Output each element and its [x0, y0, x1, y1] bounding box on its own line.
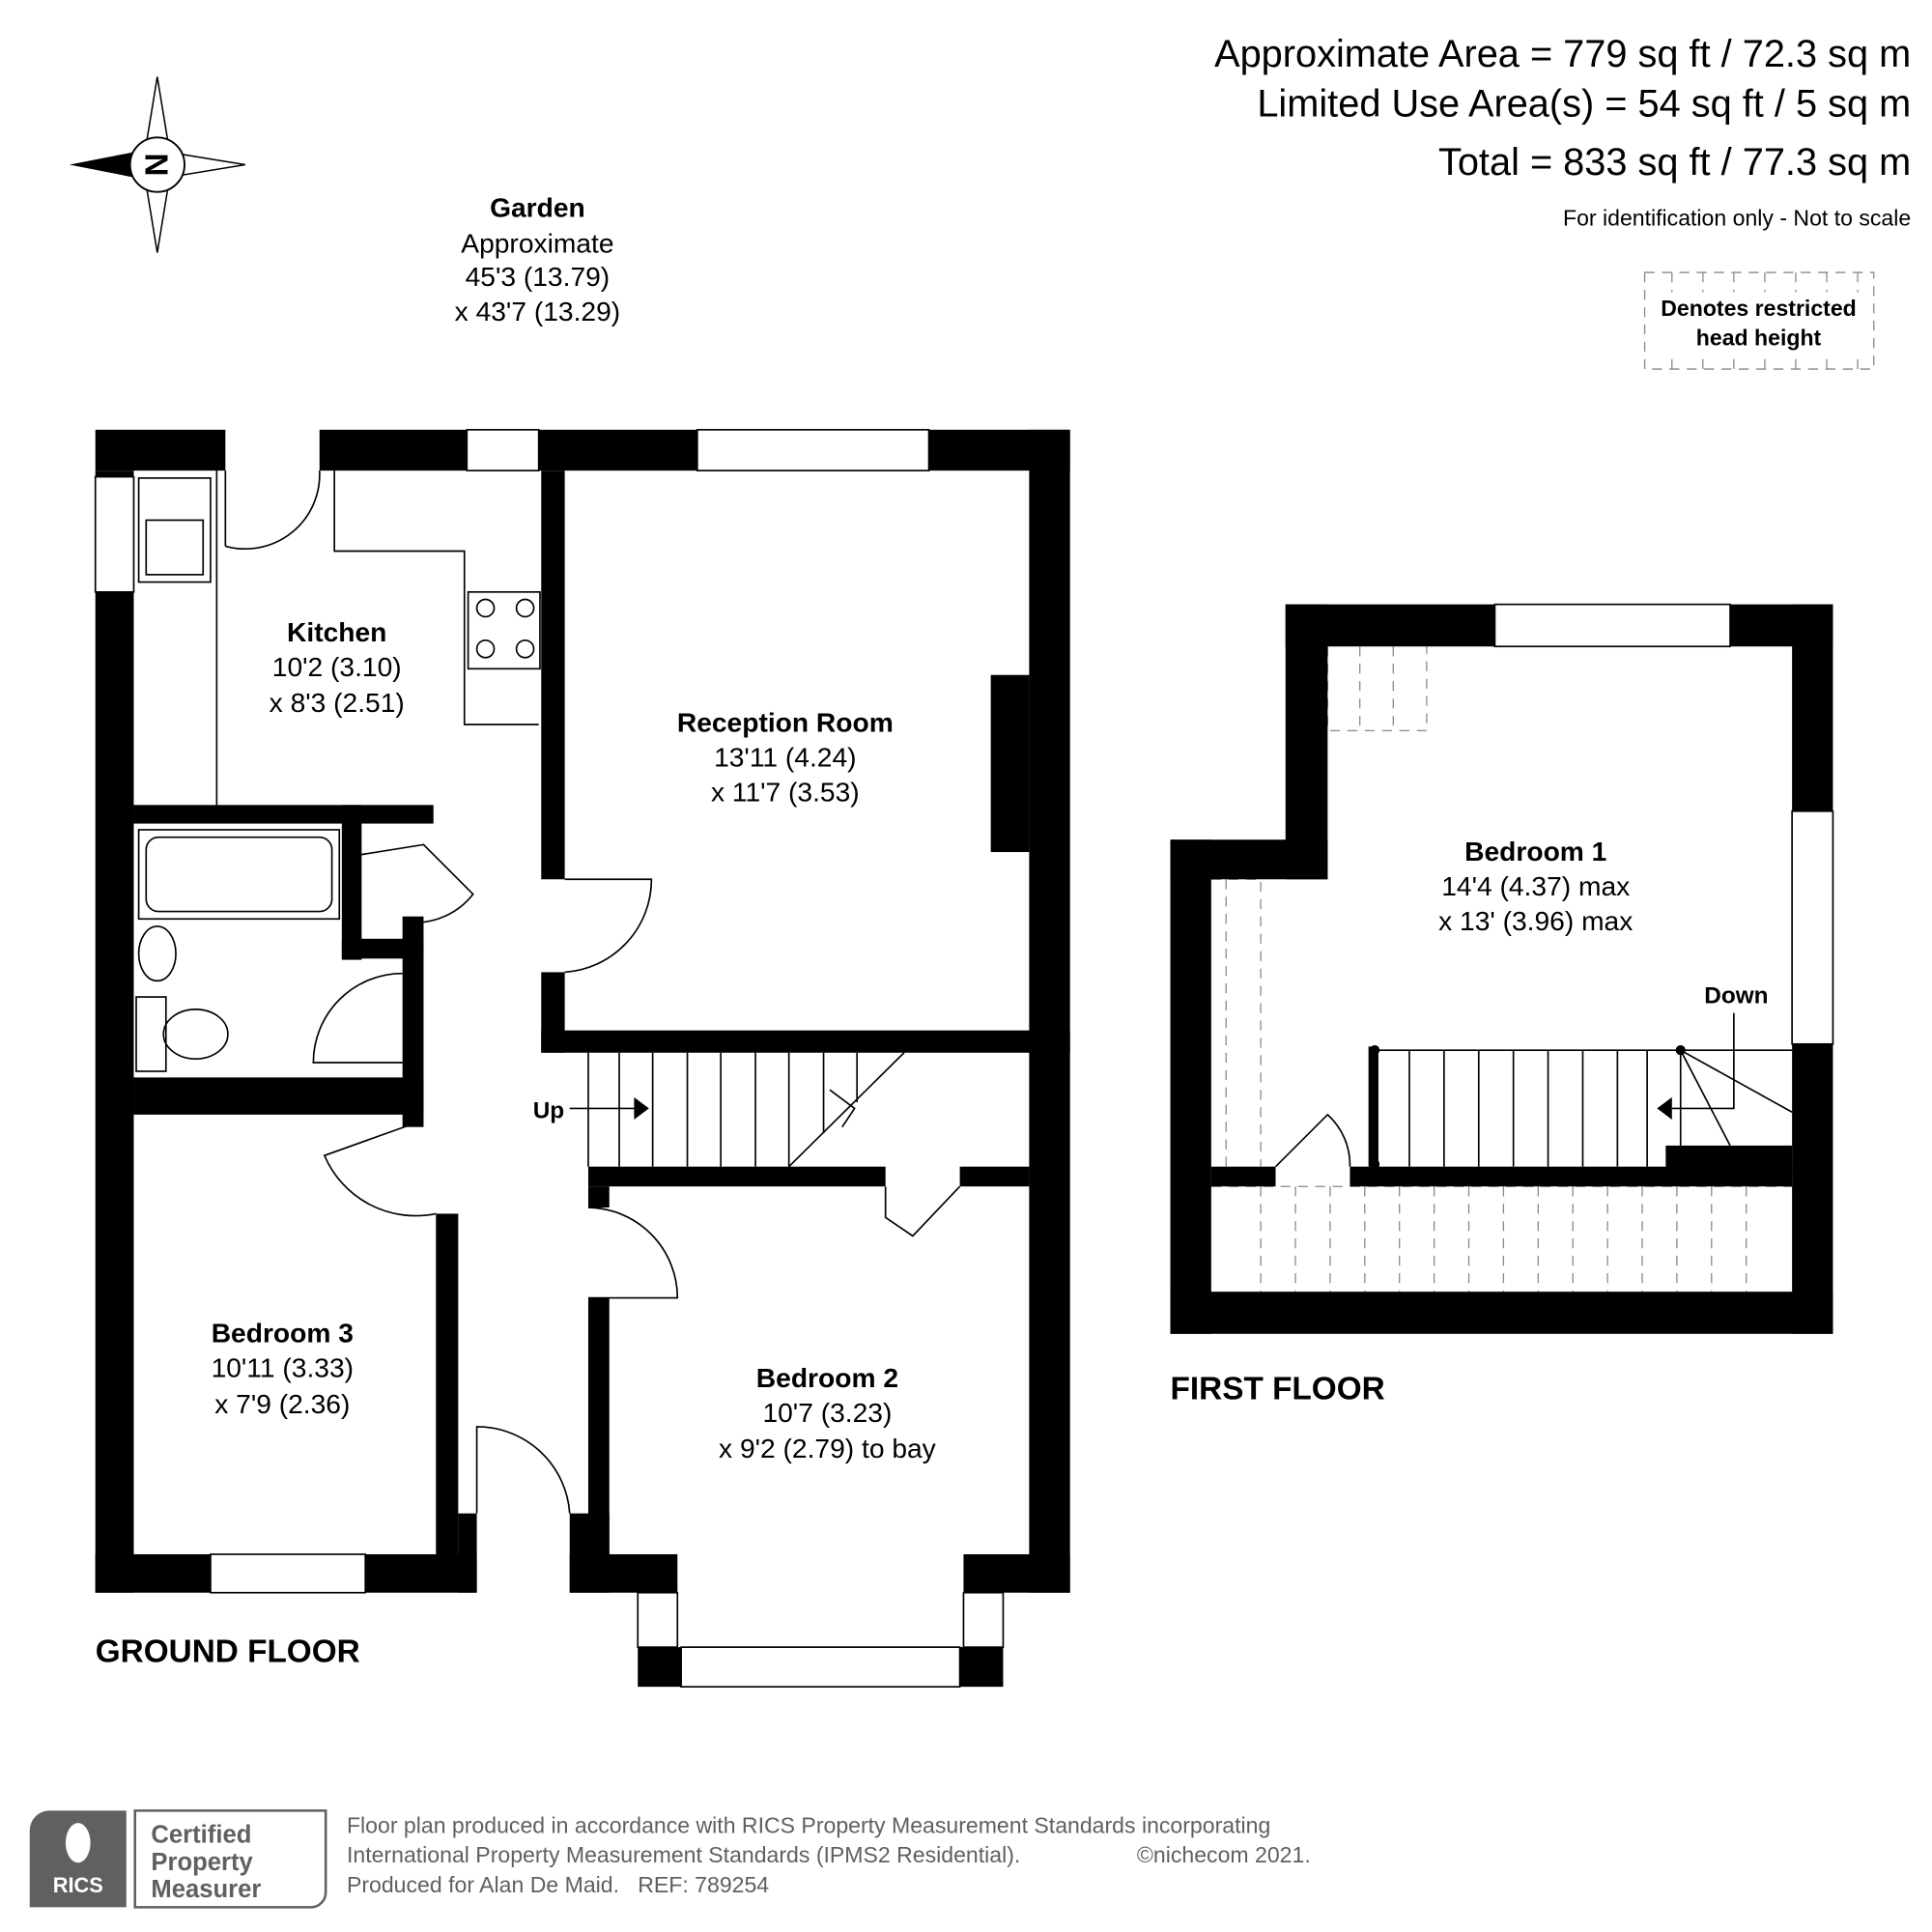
- svg-text:45'3 (13.79): 45'3 (13.79): [466, 261, 611, 292]
- svg-text:Reception Room: Reception Room: [677, 707, 894, 738]
- svg-text:RICS: RICS: [53, 1873, 103, 1897]
- svg-text:Measurer: Measurer: [151, 1876, 261, 1903]
- up-label: Up: [533, 1098, 564, 1124]
- svg-text:10'11 (3.33): 10'11 (3.33): [212, 1352, 354, 1383]
- first-floor-plan: [1170, 603, 1834, 1334]
- approximate-area: Approximate Area = 779 sq ft / 72.3 sq m: [1214, 33, 1911, 75]
- svg-text:Bedroom 1: Bedroom 1: [1464, 836, 1606, 867]
- footer-line-2: International Property Measurement Stand…: [347, 1842, 1020, 1867]
- svg-text:Bedroom 3: Bedroom 3: [212, 1318, 354, 1349]
- svg-text:x 43'7 (13.29): x 43'7 (13.29): [455, 296, 620, 327]
- room-bedroom-2: Bedroom 2 10'7 (3.23) x 9'2 (2.79) to ba…: [719, 1362, 937, 1463]
- svg-text:x 8'3 (2.51): x 8'3 (2.51): [270, 687, 405, 718]
- room-bedroom-3: Bedroom 3 10'11 (3.33) x 7'9 (2.36): [212, 1318, 354, 1419]
- down-label: Down: [1704, 982, 1768, 1009]
- rics-badge: RICS Certified Property Measurer: [29, 1809, 327, 1909]
- first-floor-label: FIRST FLOOR: [1171, 1372, 1385, 1407]
- svg-text:Approximate: Approximate: [461, 228, 613, 259]
- svg-text:x 11'7 (3.53): x 11'7 (3.53): [711, 776, 860, 807]
- room-reception: Reception Room 13'11 (4.24) x 11'7 (3.53…: [677, 707, 894, 808]
- svg-text:10'2 (3.10): 10'2 (3.10): [272, 651, 402, 682]
- disclaimer: For identification only - Not to scale: [1563, 205, 1911, 230]
- svg-text:head height: head height: [1696, 326, 1822, 351]
- room-bedroom-1: Bedroom 1 14'4 (4.37) max x 13' (3.96) m…: [1438, 836, 1633, 936]
- nichecom-copyright: ©nichecom 2021.: [1137, 1842, 1311, 1867]
- footer-line-1: Floor plan produced in accordance with R…: [347, 1812, 1270, 1837]
- svg-text:N: N: [139, 153, 175, 176]
- svg-text:13'11 (4.24): 13'11 (4.24): [714, 742, 856, 773]
- svg-text:Kitchen: Kitchen: [287, 616, 386, 647]
- limited-use-area: Limited Use Area(s) = 54 sq ft / 5 sq m: [1257, 83, 1911, 126]
- stairs: [1368, 1012, 1793, 1170]
- svg-text:Garden: Garden: [490, 191, 585, 222]
- restricted-height-legend: Denotes restricted head height: [1643, 271, 1875, 370]
- svg-text:x 13' (3.96) max: x 13' (3.96) max: [1438, 905, 1633, 936]
- total-area: Total = 833 sq ft / 77.3 sq m: [1438, 141, 1911, 184]
- room-kitchen: Kitchen 10'2 (3.10) x 8'3 (2.51): [270, 616, 405, 718]
- footer-line-3: Produced for Alan De Maid. REF: 789254: [347, 1872, 769, 1897]
- ground-floor-plan: [94, 429, 1070, 1688]
- svg-text:Certified: Certified: [151, 1822, 251, 1849]
- svg-text:x 7'9 (2.36): x 7'9 (2.36): [214, 1388, 350, 1419]
- ground-floor-label: GROUND FLOOR: [96, 1634, 360, 1670]
- svg-text:Denotes restricted: Denotes restricted: [1661, 296, 1857, 321]
- svg-text:14'4 (4.37) max: 14'4 (4.37) max: [1441, 870, 1630, 901]
- svg-text:10'7 (3.23): 10'7 (3.23): [762, 1397, 892, 1428]
- compass-north-icon: N: [69, 76, 245, 253]
- svg-text:Bedroom 2: Bedroom 2: [756, 1362, 898, 1393]
- stairs: [569, 1052, 905, 1168]
- svg-text:x 9'2 (2.79) to bay: x 9'2 (2.79) to bay: [719, 1433, 937, 1463]
- garden-label: Garden Approximate 45'3 (13.79) x 43'7 (…: [455, 191, 620, 327]
- svg-text:Property: Property: [151, 1849, 253, 1876]
